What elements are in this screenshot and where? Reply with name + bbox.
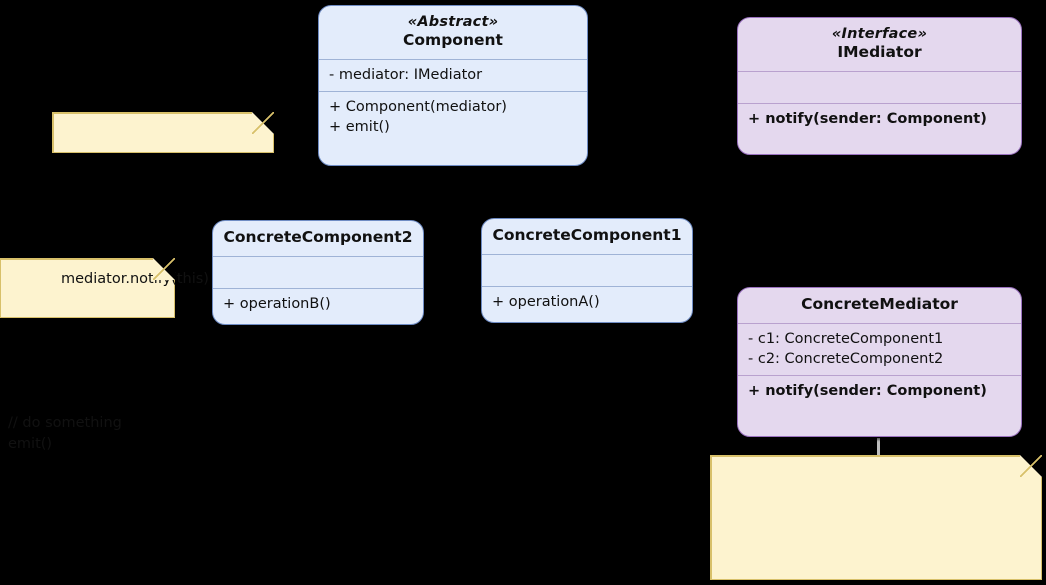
note-border [710,455,712,580]
note-do-something[interactable]: // do something emit() [0,258,175,452]
class-operations-component: + Component(mediator) + emit() [319,90,587,143]
class-attributes-imediator [738,70,1021,103]
class-title-concretecomponent2: ConcreteComponent2 [213,221,423,256]
note-fold-corner [252,112,274,134]
class-box-imediator[interactable]: «Interface» IMediator + notify(sender: C… [737,17,1022,155]
class-box-concretemediator[interactable]: ConcreteMediator - c1: ConcreteComponent… [737,287,1022,437]
class-name-component: Component [403,31,503,50]
note-border [710,455,1020,457]
note-notify-code[interactable]: if (sender = c1) { // handle ConcreteCom… [710,455,1042,580]
class-operation: + notify(sender: Component) [748,382,987,399]
class-name-concretemediator: ConcreteMediator [801,295,958,313]
class-stereotype-imediator: «Interface» [831,26,928,42]
class-operation: + operationA() [492,293,600,310]
note-border [0,258,1,318]
class-title-component: «Abstract» Component [319,6,587,59]
link-concretemediator-to-note-code [877,438,880,455]
class-name-concretecomponent1: ConcreteComponent1 [492,226,682,244]
note-border [0,258,153,260]
class-name-concretecomponent2: ConcreteComponent2 [223,228,413,246]
class-attributes-concretecomponent2 [213,255,423,288]
class-box-component[interactable]: «Abstract» Component - mediator: IMediat… [318,5,588,166]
note-border [52,112,252,114]
class-operations-concretecomponent2: + operationB() [213,287,423,320]
note-border [52,151,274,153]
class-attribute: - c2: ConcreteComponent2 [748,350,944,367]
class-attributes-concretemediator: - c1: ConcreteComponent1 - c2: ConcreteC… [738,322,1021,375]
link-note-emit-to-component [271,132,318,134]
link-note-do-something-to-concretecomponent2 [174,297,213,299]
note-border [710,578,1042,580]
note-mediator-notify[interactable]: mediator.notify(this) [52,112,274,287]
note-border [1040,477,1042,580]
note-border [272,134,274,153]
class-operation: + Component(mediator) [329,98,507,115]
note-fold-corner [153,258,175,280]
class-operation: + emit() [329,118,390,135]
note-text: // do something emit() [8,415,122,453]
class-title-imediator: «Interface» IMediator [738,18,1021,71]
class-attributes-component: - mediator: IMediator [319,58,587,91]
class-name-imediator: IMediator [837,43,922,62]
class-stereotype-component: «Abstract» [407,14,499,30]
class-operations-imediator: + notify(sender: Component) [738,102,1021,135]
empty-attributes-placeholder [492,260,682,280]
class-box-concretecomponent2[interactable]: ConcreteComponent2 + operationB() [212,220,424,325]
class-box-concretecomponent1[interactable]: ConcreteComponent1 + operationA() [481,218,693,323]
empty-attributes-placeholder [748,77,1011,97]
class-operation: + operationB() [223,295,331,312]
note-fold-corner [1020,455,1042,477]
class-operation: + notify(sender: Component) [748,110,987,127]
class-operations-concretemediator: + notify(sender: Component) [738,374,1021,407]
note-border [52,112,54,153]
class-attribute: - mediator: IMediator [329,66,483,83]
note-border [0,316,175,318]
class-title-concretemediator: ConcreteMediator [738,288,1021,323]
note-border [173,280,175,318]
class-operations-concretecomponent1: + operationA() [482,285,692,318]
class-attributes-concretecomponent1 [482,253,692,286]
class-attribute: - c1: ConcreteComponent1 [748,330,944,347]
class-title-concretecomponent1: ConcreteComponent1 [482,219,692,254]
